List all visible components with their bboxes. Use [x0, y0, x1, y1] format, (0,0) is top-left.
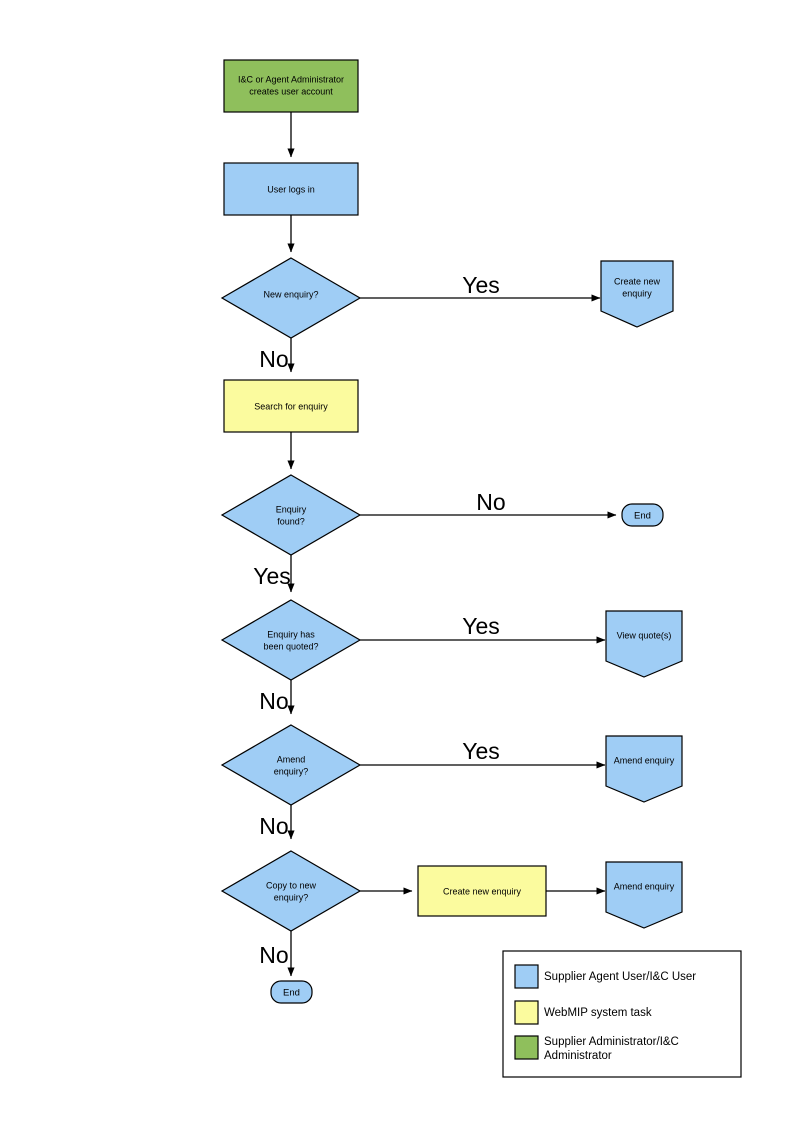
enquiry-quoted-decision-label-line1: Enquiry has — [267, 629, 315, 639]
user-logs-in-label: User logs in — [267, 184, 315, 194]
create-new-enquiry-top-shape[interactable] — [600, 260, 674, 328]
end-not-found-shape[interactable] — [621, 503, 664, 527]
legend-label-administrator-line1: Supplier Administrator/I&C — [544, 1036, 679, 1048]
node-user-logs-in[interactable]: User logs in — [223, 162, 359, 216]
node-end-not-found[interactable]: End — [621, 503, 664, 527]
create-new-enquiry-top-label-line2: enquiry — [622, 288, 652, 298]
legend-label-administrator-line2: Administrator — [544, 1050, 612, 1062]
node-view-quotes[interactable]: View quote(s) — [605, 610, 683, 678]
edge-label-new-enquiry-no: No — [259, 346, 288, 372]
node-create-new-enquiry-bottom[interactable]: Create new enquiry — [417, 865, 547, 917]
node-create-new-enquiry-top[interactable]: Create new enquiry — [600, 260, 674, 328]
legend-item-supplier-administrator: Supplier Administrator/I&C Administrator — [514, 1035, 679, 1062]
legend-swatch-actor-user — [514, 964, 539, 989]
edge-label-new-enquiry-yes: Yes — [462, 272, 500, 298]
admin-creates-account-label-line2: creates user account — [249, 86, 333, 96]
edge-label-amend-yes: Yes — [462, 738, 500, 764]
edge-label-amend-no: No — [259, 813, 288, 839]
node-search-for-enquiry[interactable]: Search for enquiry — [223, 379, 359, 433]
legend-label-system-task: WebMIP system task — [544, 1007, 652, 1019]
legend-item-supplier-agent-user: Supplier Agent User/I&C User — [514, 964, 696, 989]
amend-enquiry-action-shape[interactable] — [605, 735, 683, 803]
legend-item-webmip-system-task: WebMIP system task — [514, 1000, 652, 1025]
edge-label-enquiry-found-no: No — [476, 489, 505, 515]
node-admin-creates-account[interactable]: I&C or Agent Administrator creates user … — [223, 59, 359, 113]
search-for-enquiry-label: Search for enquiry — [254, 401, 328, 411]
end-final-label: End — [283, 988, 300, 999]
node-amend-enquiry-action[interactable]: Amend enquiry — [605, 735, 683, 803]
edge-label-quoted-no: No — [259, 688, 288, 714]
node-amend-enquiry-decision[interactable]: Amend enquiry? — [220, 724, 362, 806]
legend-swatch-administrator — [514, 1035, 539, 1060]
amend-enquiry-copy-label: Amend enquiry — [614, 881, 675, 891]
edge-label-quoted-yes: Yes — [462, 613, 500, 639]
enquiry-quoted-decision-label-line2: been quoted? — [263, 641, 318, 651]
amend-enquiry-action-label: Amend enquiry — [614, 755, 675, 765]
create-new-enquiry-top-label-line1: Create new — [614, 276, 661, 286]
enquiry-found-decision-label-line2: found? — [277, 516, 305, 526]
amend-enquiry-decision-label-line2: enquiry? — [274, 766, 309, 776]
enquiry-found-decision-label-line1: Enquiry — [276, 504, 307, 514]
end-final-shape[interactable] — [270, 980, 313, 1004]
copy-to-new-enquiry-decision-label-line1: Copy to new — [266, 880, 317, 890]
view-quotes-shape[interactable] — [605, 610, 683, 678]
admin-creates-account-shape[interactable] — [223, 59, 359, 113]
new-enquiry-decision-label: New enquiry? — [263, 289, 318, 299]
edge-label-enquiry-found-yes: Yes — [253, 563, 291, 589]
legend-container — [502, 950, 742, 1078]
legend-swatch-system-task — [514, 1000, 539, 1025]
edge-label-copy-no: No — [259, 942, 288, 968]
node-amend-enquiry-copy[interactable]: Amend enquiry — [605, 861, 683, 929]
copy-to-new-enquiry-decision-label-line2: enquiry? — [274, 892, 309, 902]
node-end-final[interactable]: End — [270, 980, 313, 1004]
end-not-found-label: End — [634, 511, 651, 522]
view-quotes-label: View quote(s) — [617, 630, 672, 640]
amend-enquiry-decision-label-line1: Amend — [277, 754, 306, 764]
amend-enquiry-copy-shape[interactable] — [605, 861, 683, 929]
create-new-enquiry-bottom-label: Create new enquiry — [443, 886, 522, 896]
admin-creates-account-label-line1: I&C or Agent Administrator — [238, 74, 344, 84]
legend-label-actor-user: Supplier Agent User/I&C User — [544, 971, 696, 983]
legend: Supplier Agent User/I&C User WebMIP syst… — [502, 950, 742, 1078]
